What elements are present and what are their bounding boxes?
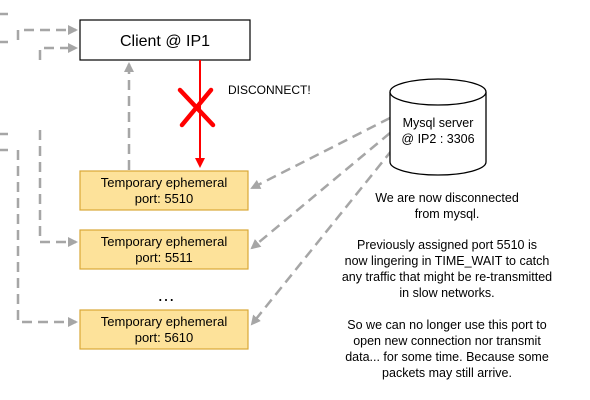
note-p2-line4: in slow networks.	[399, 286, 494, 300]
disconnect-x-icon	[177, 87, 216, 128]
server-label-line2: @ IP2 : 3306	[401, 132, 474, 146]
port-box-5510: Temporary ephemeral port: 5510	[79, 170, 249, 211]
note-p3-line3: data... for some time. Because some	[345, 350, 549, 364]
left-connectors	[0, 12, 78, 327]
note-p1-line2: from mysql.	[415, 207, 480, 221]
note-p2-line2: now lingering in TIME_WAIT to catch	[345, 254, 550, 268]
mysql-server-cylinder: Mysql server @ IP2 : 3306	[389, 78, 487, 176]
server-label-line1: Mysql server	[403, 116, 474, 130]
note-p3-line4: packets may still arrive.	[382, 366, 512, 380]
note-p2-line3: any traffic that might be re-transmitted	[342, 270, 552, 284]
port-box-5610-line2: port: 5610	[135, 330, 194, 345]
port-box-5610-line1: Temporary ephemeral	[101, 314, 228, 329]
server-to-port-5610-arrow	[250, 149, 393, 326]
port-box-5510-line2: port: 5510	[135, 191, 194, 206]
explanation-note: We are now disconnected from mysql. Prev…	[342, 191, 552, 380]
left-connector-to-client-2	[38, 43, 78, 60]
left-connector-to-client-1	[16, 25, 78, 40]
ellipsis: …	[157, 285, 175, 305]
note-p3-line1: So we can no longer use this port to	[347, 318, 546, 332]
port-box-5510-line1: Temporary ephemeral	[101, 175, 228, 190]
note-p2-line1: Previously assigned port 5510 is	[357, 238, 537, 252]
client-label: Client @ IP1	[120, 33, 210, 50]
disconnect-label: DISCONNECT!	[228, 83, 311, 97]
server-to-port-5510-arrow	[250, 116, 391, 190]
port-box-5610: Temporary ephemeral port: 5610	[79, 309, 249, 350]
left-connector-to-port-5511	[38, 130, 78, 247]
note-p1-line1: We are now disconnected	[375, 191, 519, 205]
port-box-5511-line1: Temporary ephemeral	[101, 234, 228, 249]
server-to-port-5511-arrow	[250, 132, 391, 250]
note-p3-line2: open new connection nor transmit	[353, 334, 541, 348]
server-to-port-arrows	[250, 116, 393, 326]
port-box-5511: Temporary ephemeral port: 5511	[79, 229, 249, 270]
port-box-5511-line2: port: 5511	[135, 250, 193, 265]
client-box: Client @ IP1	[79, 19, 251, 61]
left-connector-to-port-5610	[16, 150, 78, 327]
